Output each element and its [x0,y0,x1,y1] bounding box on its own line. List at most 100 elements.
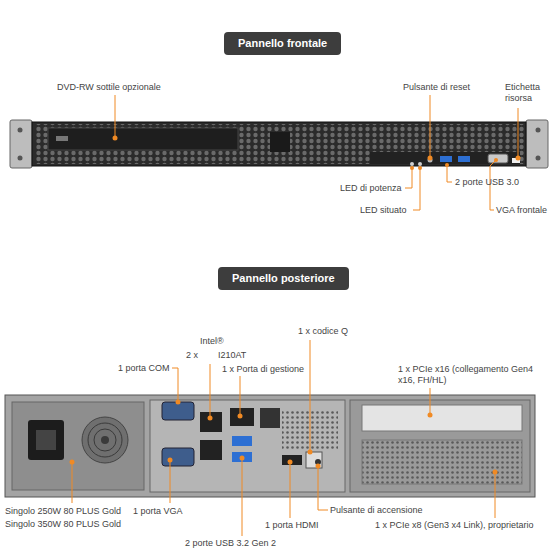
front-chassis-part [370,152,520,164]
leader-line-part [405,168,412,188]
leader-line [115,95,518,210]
leader-dot-part [410,166,414,170]
leader-line-part [170,460,171,503]
leader-dot [113,136,521,171]
rear-chassis-part [150,400,345,492]
callout-label: VGA frontale [496,205,547,216]
leader-line-part [290,462,291,518]
panel-heading-box: Pannello posteriore [218,267,349,290]
leader-dot-part [288,460,293,465]
callout-label: DVD-RW sottile opzionale [57,82,161,93]
leader-dot-part [208,416,213,421]
front-chassis-part [48,128,238,150]
callout-label: 1 x PCIe x8 (Gen3 x4 Link), proprietario [375,520,534,531]
rear-chassis-part [12,402,144,490]
rear-chassis [5,395,535,497]
rear-chassis-part [28,420,64,460]
leader-dot-part [428,413,433,418]
callout-label: 1 porta COM [118,363,170,374]
rear-chassis-part [36,430,56,450]
rear-chassis-part [88,423,122,457]
front-chassis-part [32,122,526,166]
callout-label: 2 x [186,350,198,361]
leader-dot-part [308,450,313,455]
leader-dot-part [418,166,422,170]
rear-chassis-part [162,402,194,420]
leader-dot [70,400,498,475]
callout-label: Etichetta risorsa [505,82,551,104]
leader-line-part [310,340,311,452]
callout-label: LED di potenza [340,183,402,194]
front-chassis-part [536,156,541,161]
leader-line-part [430,95,431,158]
rear-chassis-part [5,395,535,497]
leader-dot-part [168,458,173,463]
front-chassis-part [440,156,452,162]
rear-chassis-part [362,440,522,484]
leader-line-part [115,95,116,138]
front-chassis-part [10,120,32,168]
rear-chassis-part [200,412,222,432]
leader-dot-part [113,136,118,141]
rear-chassis-part [350,400,530,492]
callout-label: I210AT [218,350,246,361]
rear-chassis-part [162,448,194,466]
rear-chassis-part [282,455,302,465]
callout-label: Pulsante di reset [403,82,470,93]
front-chassis-part [488,154,508,163]
callout-label: 2 porte USB 3.0 [455,177,519,188]
callout-label: Intel® [200,336,224,347]
leader-line-part [413,168,420,210]
leader-dot-part [493,470,498,475]
leader-line-part [518,108,519,158]
leader-dot-part [445,163,449,167]
leader-line-part [495,472,496,518]
front-chassis-part [270,132,290,152]
leader-dot-part [516,156,521,161]
rear-chassis-part [94,429,116,451]
rear-chassis-part [82,417,128,463]
leader-dot-part [70,460,75,465]
leader-dot-part [428,156,433,161]
front-chassis-part [18,128,23,133]
panel-heading: Pannello frontale [238,37,327,50]
callout-label: Singolo 350W 80 PLUS Gold [5,519,121,530]
leader-dot-part [494,158,498,162]
callout-label: 1 porta VGA [133,506,183,517]
leader-line-part [240,376,241,416]
leader-dot-part [238,414,243,419]
callout-label: 1 x codice Q [298,326,348,337]
front-chassis-part [526,120,548,168]
callout-label: Singolo 250W 80 PLUS Gold [5,506,121,517]
leader-line-part [210,364,211,418]
rear-chassis-part [362,405,522,431]
rear-chassis-part [232,452,252,462]
callout-label: 1 porta HDMI [265,520,319,531]
rear-chassis-part [101,436,109,444]
leader-dot-part [316,464,321,469]
leader-line-part [172,368,178,402]
front-chassis-part [34,124,524,164]
front-chassis-part [418,162,422,166]
front-chassis-part [410,162,414,166]
front-chassis-part [536,128,541,133]
front-chassis-part [56,136,68,141]
rear-chassis-part [306,452,322,468]
rear-chassis-part [232,436,252,446]
callout-label: 1 x Porta di gestione [222,364,304,375]
leader-dot-part [176,400,181,405]
front-chassis [10,120,548,168]
rear-chassis-part [200,440,222,460]
callout-label: LED situato [360,205,407,216]
leader-line-part [430,388,431,415]
leader-line-part [447,165,452,182]
leader-line-part [318,466,328,510]
rear-chassis-part [230,408,254,426]
panel-heading: Pannello posteriore [232,272,335,285]
leader-line-part [72,462,73,503]
front-chassis-part [458,156,470,162]
callout-label: Pulsante di accensione [330,505,423,516]
rear-chassis-part [260,408,280,428]
front-chassis-part [18,156,23,161]
